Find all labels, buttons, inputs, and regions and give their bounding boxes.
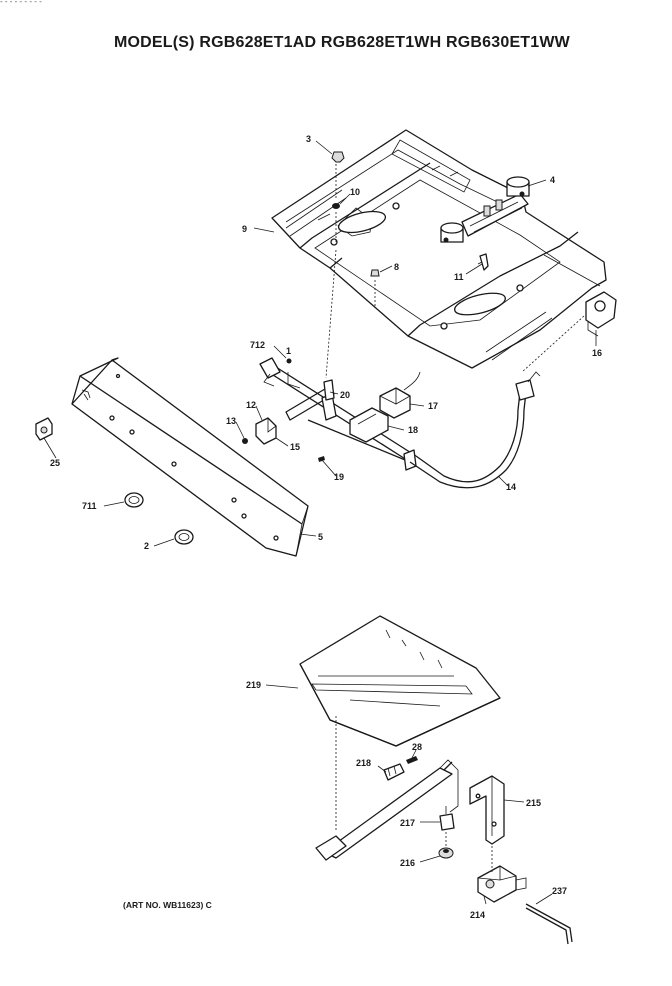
nut-216 [438,847,454,859]
valve-assembly-4 [440,176,530,243]
label-part-19: 19 [334,472,344,482]
label-part-8: 8 [394,262,399,272]
label-part-9: 9 [242,224,247,234]
bracket-215 [469,775,505,845]
label-part-1: 1 [286,346,291,356]
label-part-12: 12 [246,400,256,410]
screw-3 [331,151,345,163]
label-part-3: 3 [306,134,311,144]
label-part-2: 2 [144,541,149,551]
label-part-20: 20 [340,390,350,400]
label-part-217: 217 [400,818,415,828]
clip-11 [477,253,489,271]
label-part-15: 15 [290,442,300,452]
label-part-14: 14 [506,482,516,492]
broil-tube [315,759,459,861]
label-part-218: 218 [356,758,371,768]
igniter-218 [383,763,405,781]
label-part-25: 25 [50,458,60,468]
label-part-237: 237 [552,886,567,896]
label-part-18: 18 [408,425,418,435]
clip-25 [35,417,53,441]
part-number-labels: 3 10 4 9 8 11 16 712 1 20 17 18 12 13 15… [50,134,602,920]
label-part-16: 16 [592,348,602,358]
valve-214 [477,865,527,903]
art-number: (ART NO. WB11623) C [123,900,212,910]
top-edge-mark: - - - - - - - - - [0,0,42,6]
valve-12-15 [255,417,277,445]
pilot-tube-14 [409,371,541,489]
label-part-13: 13 [226,416,236,426]
screw-8 [370,269,380,277]
valve-17 [379,371,421,419]
guide-lines [325,164,585,872]
connector-28 [406,756,418,764]
label-part-712: 712 [250,340,265,350]
bracket-18 [349,407,389,443]
label-part-11: 11 [454,272,464,282]
bezel-2 [174,529,194,545]
label-part-10: 10 [350,187,360,197]
washer-10 [332,203,340,209]
burner-box-9 [271,129,607,369]
screw-19 [318,456,325,462]
label-part-17: 17 [428,401,438,411]
label-part-4: 4 [550,175,555,185]
rod-237 [525,903,573,945]
label-part-216: 216 [400,858,415,868]
leader-lines [43,140,597,905]
label-part-214: 214 [470,910,485,920]
nut-13 [242,438,248,444]
label-part-219: 219 [246,680,261,690]
label-part-711: 711 [82,501,97,511]
control-panel-5 [71,357,309,557]
broiler-shield-219 [299,615,501,747]
bezel-711 [124,492,144,508]
screw-1 [286,358,292,364]
connector-20 [323,379,335,401]
orifice-217 [439,806,455,831]
label-part-215: 215 [526,798,541,808]
switch-16 [585,291,617,337]
model-title: MODEL(S) RGB628ET1AD RGB628ET1WH RGB630E… [114,34,570,51]
label-part-28: 28 [412,742,422,752]
label-part-5: 5 [318,532,323,542]
